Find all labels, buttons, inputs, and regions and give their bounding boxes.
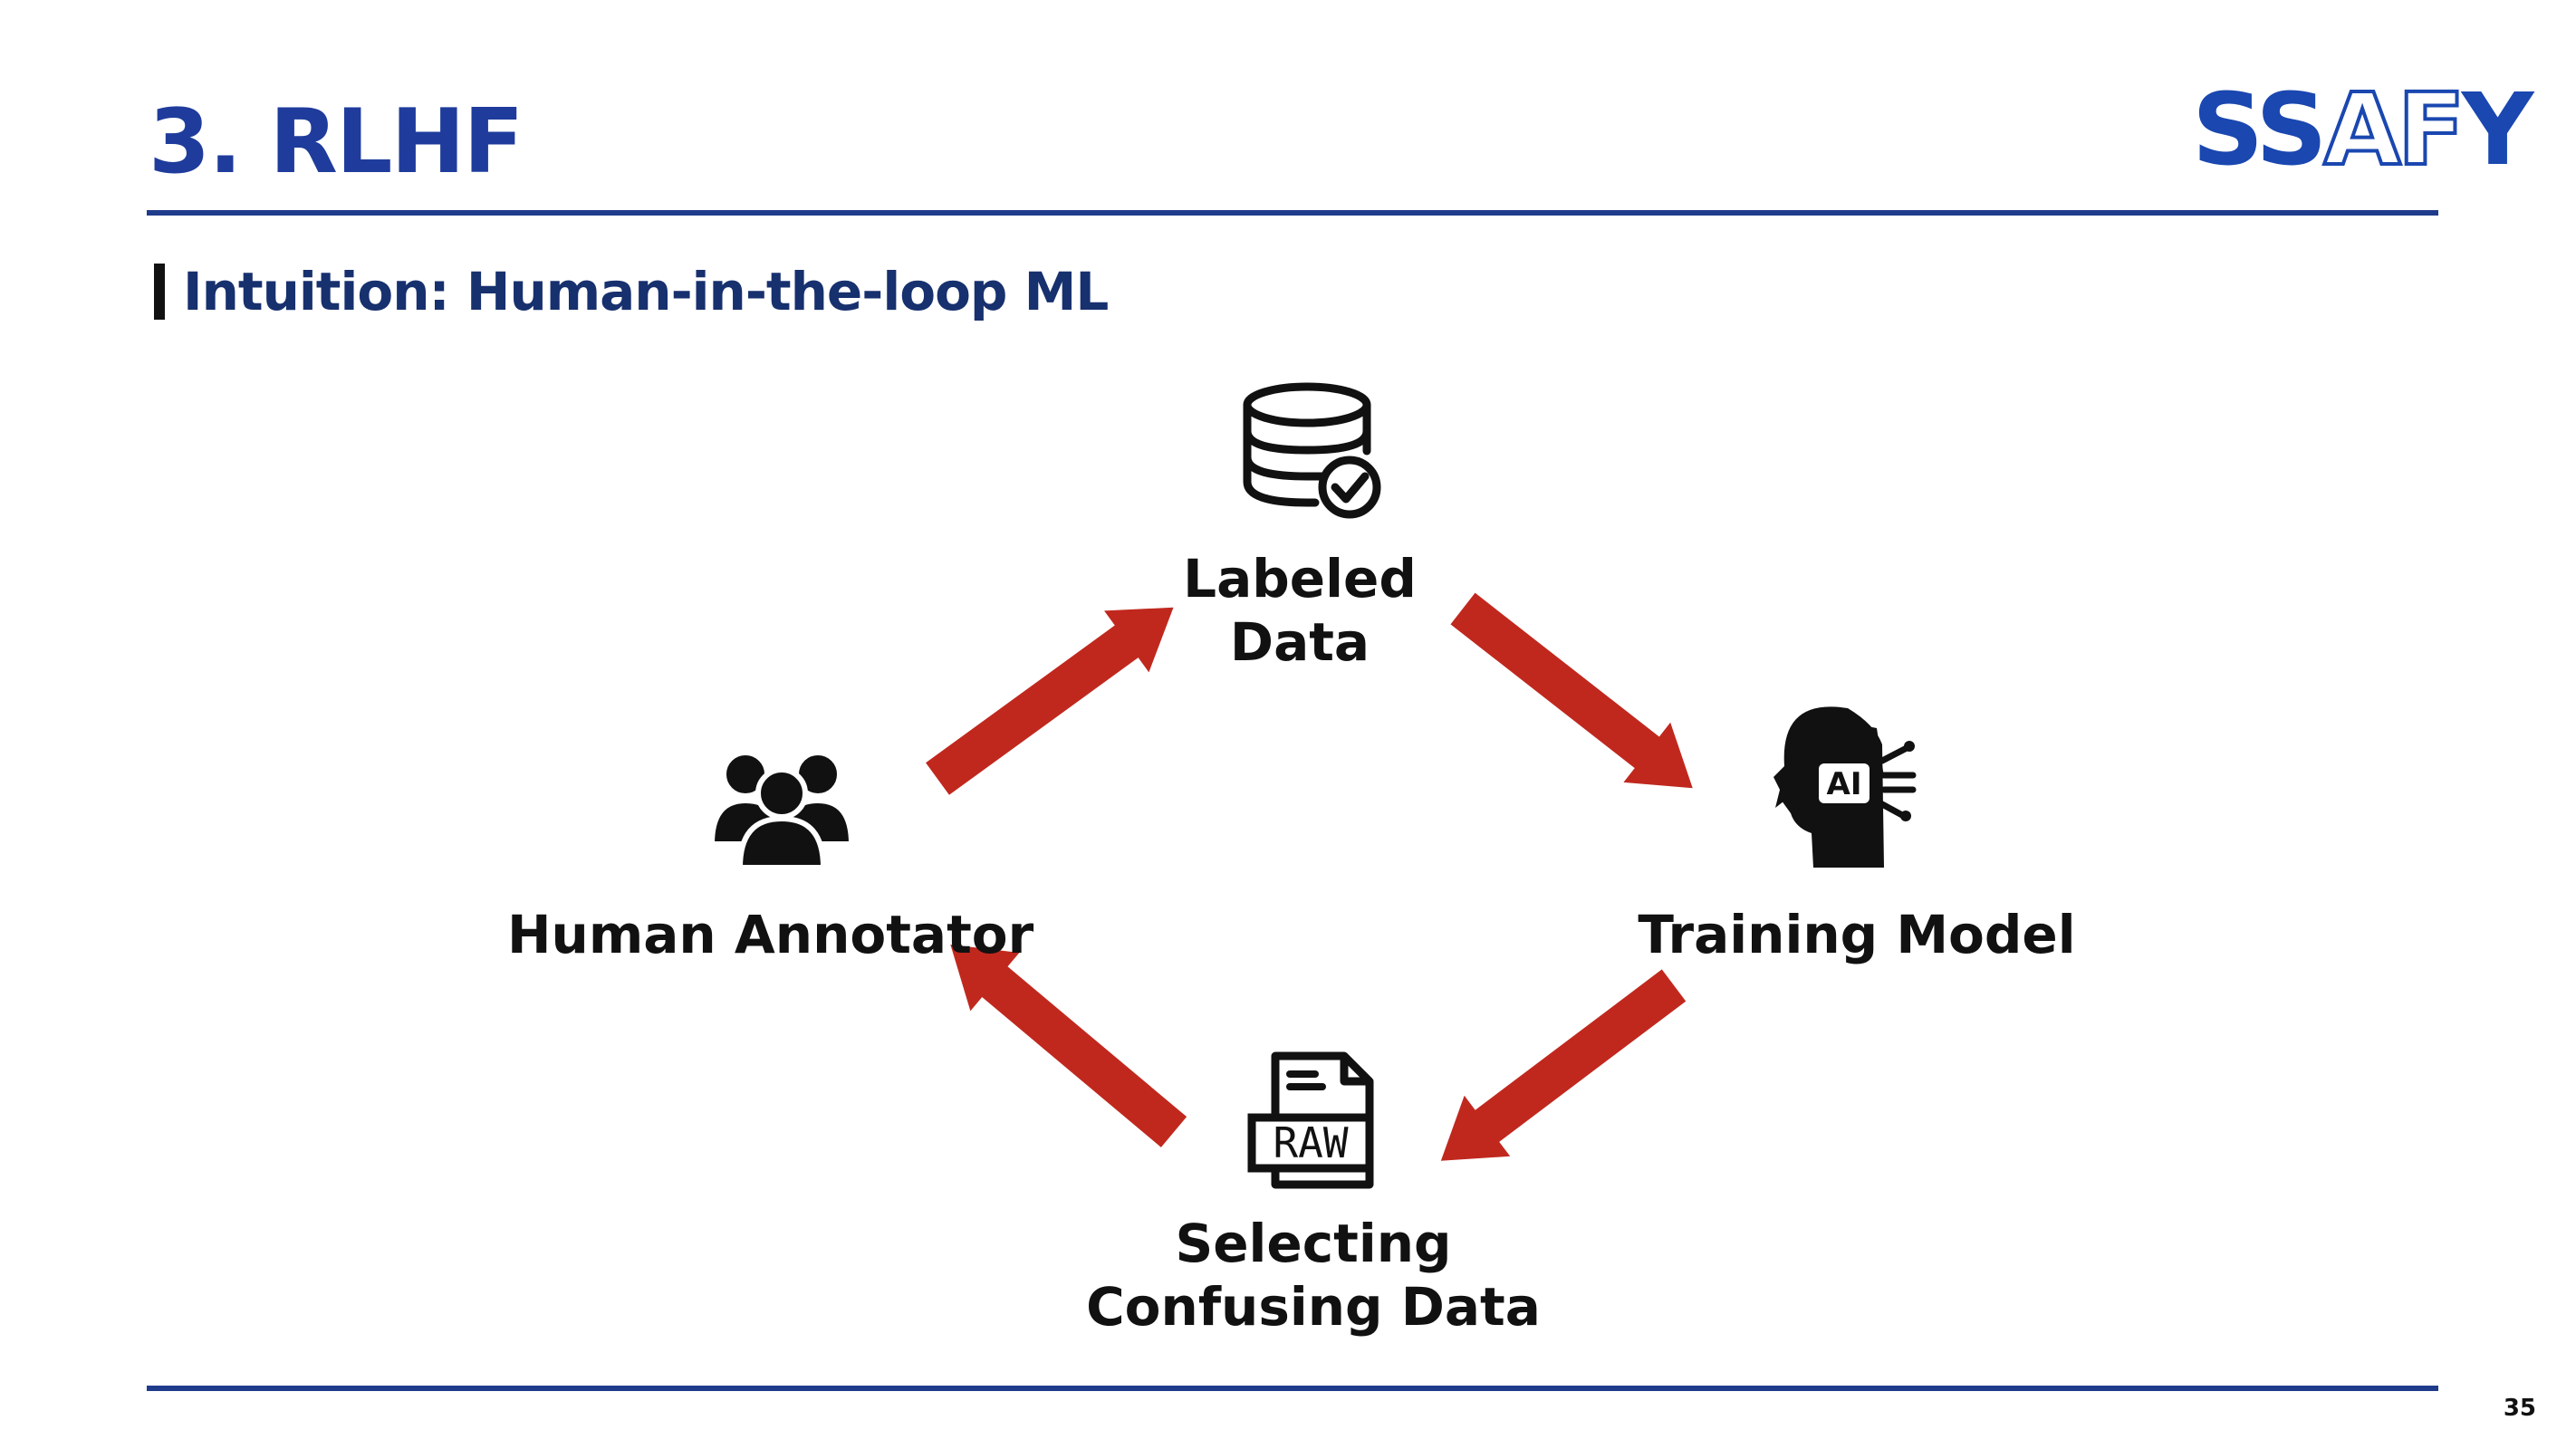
label-selecting-confusing-data: Selecting Confusing Data [1060, 1212, 1567, 1339]
ai-icon-text: AI [1827, 766, 1862, 802]
arrow-training-to-confusing [1440, 969, 1687, 1161]
people-group-icon [708, 750, 855, 870]
slide-title: 3. RLHF [149, 91, 524, 194]
logo-part-1: SS [2192, 72, 2328, 187]
raw-icon-text: RAW [1273, 1118, 1348, 1167]
arrow-annotator-to-labeled [926, 607, 1174, 795]
label-human-annotator: Human Annotator [507, 903, 1034, 966]
label-selecting-line1: Selecting [1175, 1213, 1452, 1274]
label-labeled-data-line2: Data [1229, 611, 1370, 673]
label-human-annotator-line1: Human Annotator [507, 904, 1034, 965]
page-number: 35 [2503, 1395, 2536, 1422]
header-divider [147, 210, 2438, 216]
ai-head-icon: AI [1773, 706, 1917, 868]
logo-part-2: AF [2322, 72, 2467, 187]
section-subtitle: Intuition: Human-in-the-loop ML [154, 261, 1109, 322]
raw-file-icon: RAW [1247, 1051, 1374, 1189]
label-training-model-line1: Training Model [1638, 904, 2076, 965]
footer-divider [147, 1386, 2438, 1391]
ssafy-logo: SSAFY [2192, 78, 2533, 181]
label-training-model: Training Model [1630, 903, 2083, 966]
logo-part-3: Y [2461, 72, 2534, 187]
arrow-labeled-to-training [1450, 592, 1693, 789]
label-labeled-data-line1: Labeled [1183, 548, 1417, 609]
database-check-icon [1243, 382, 1381, 519]
subtitle-bar [154, 264, 165, 320]
arrow-confusing-to-annotator [950, 945, 1187, 1147]
label-selecting-line2: Confusing Data [1086, 1276, 1541, 1338]
arrows [926, 592, 1693, 1161]
label-labeled-data: Labeled Data [1119, 547, 1481, 674]
subtitle-text: Intuition: Human-in-the-loop ML [183, 261, 1109, 322]
